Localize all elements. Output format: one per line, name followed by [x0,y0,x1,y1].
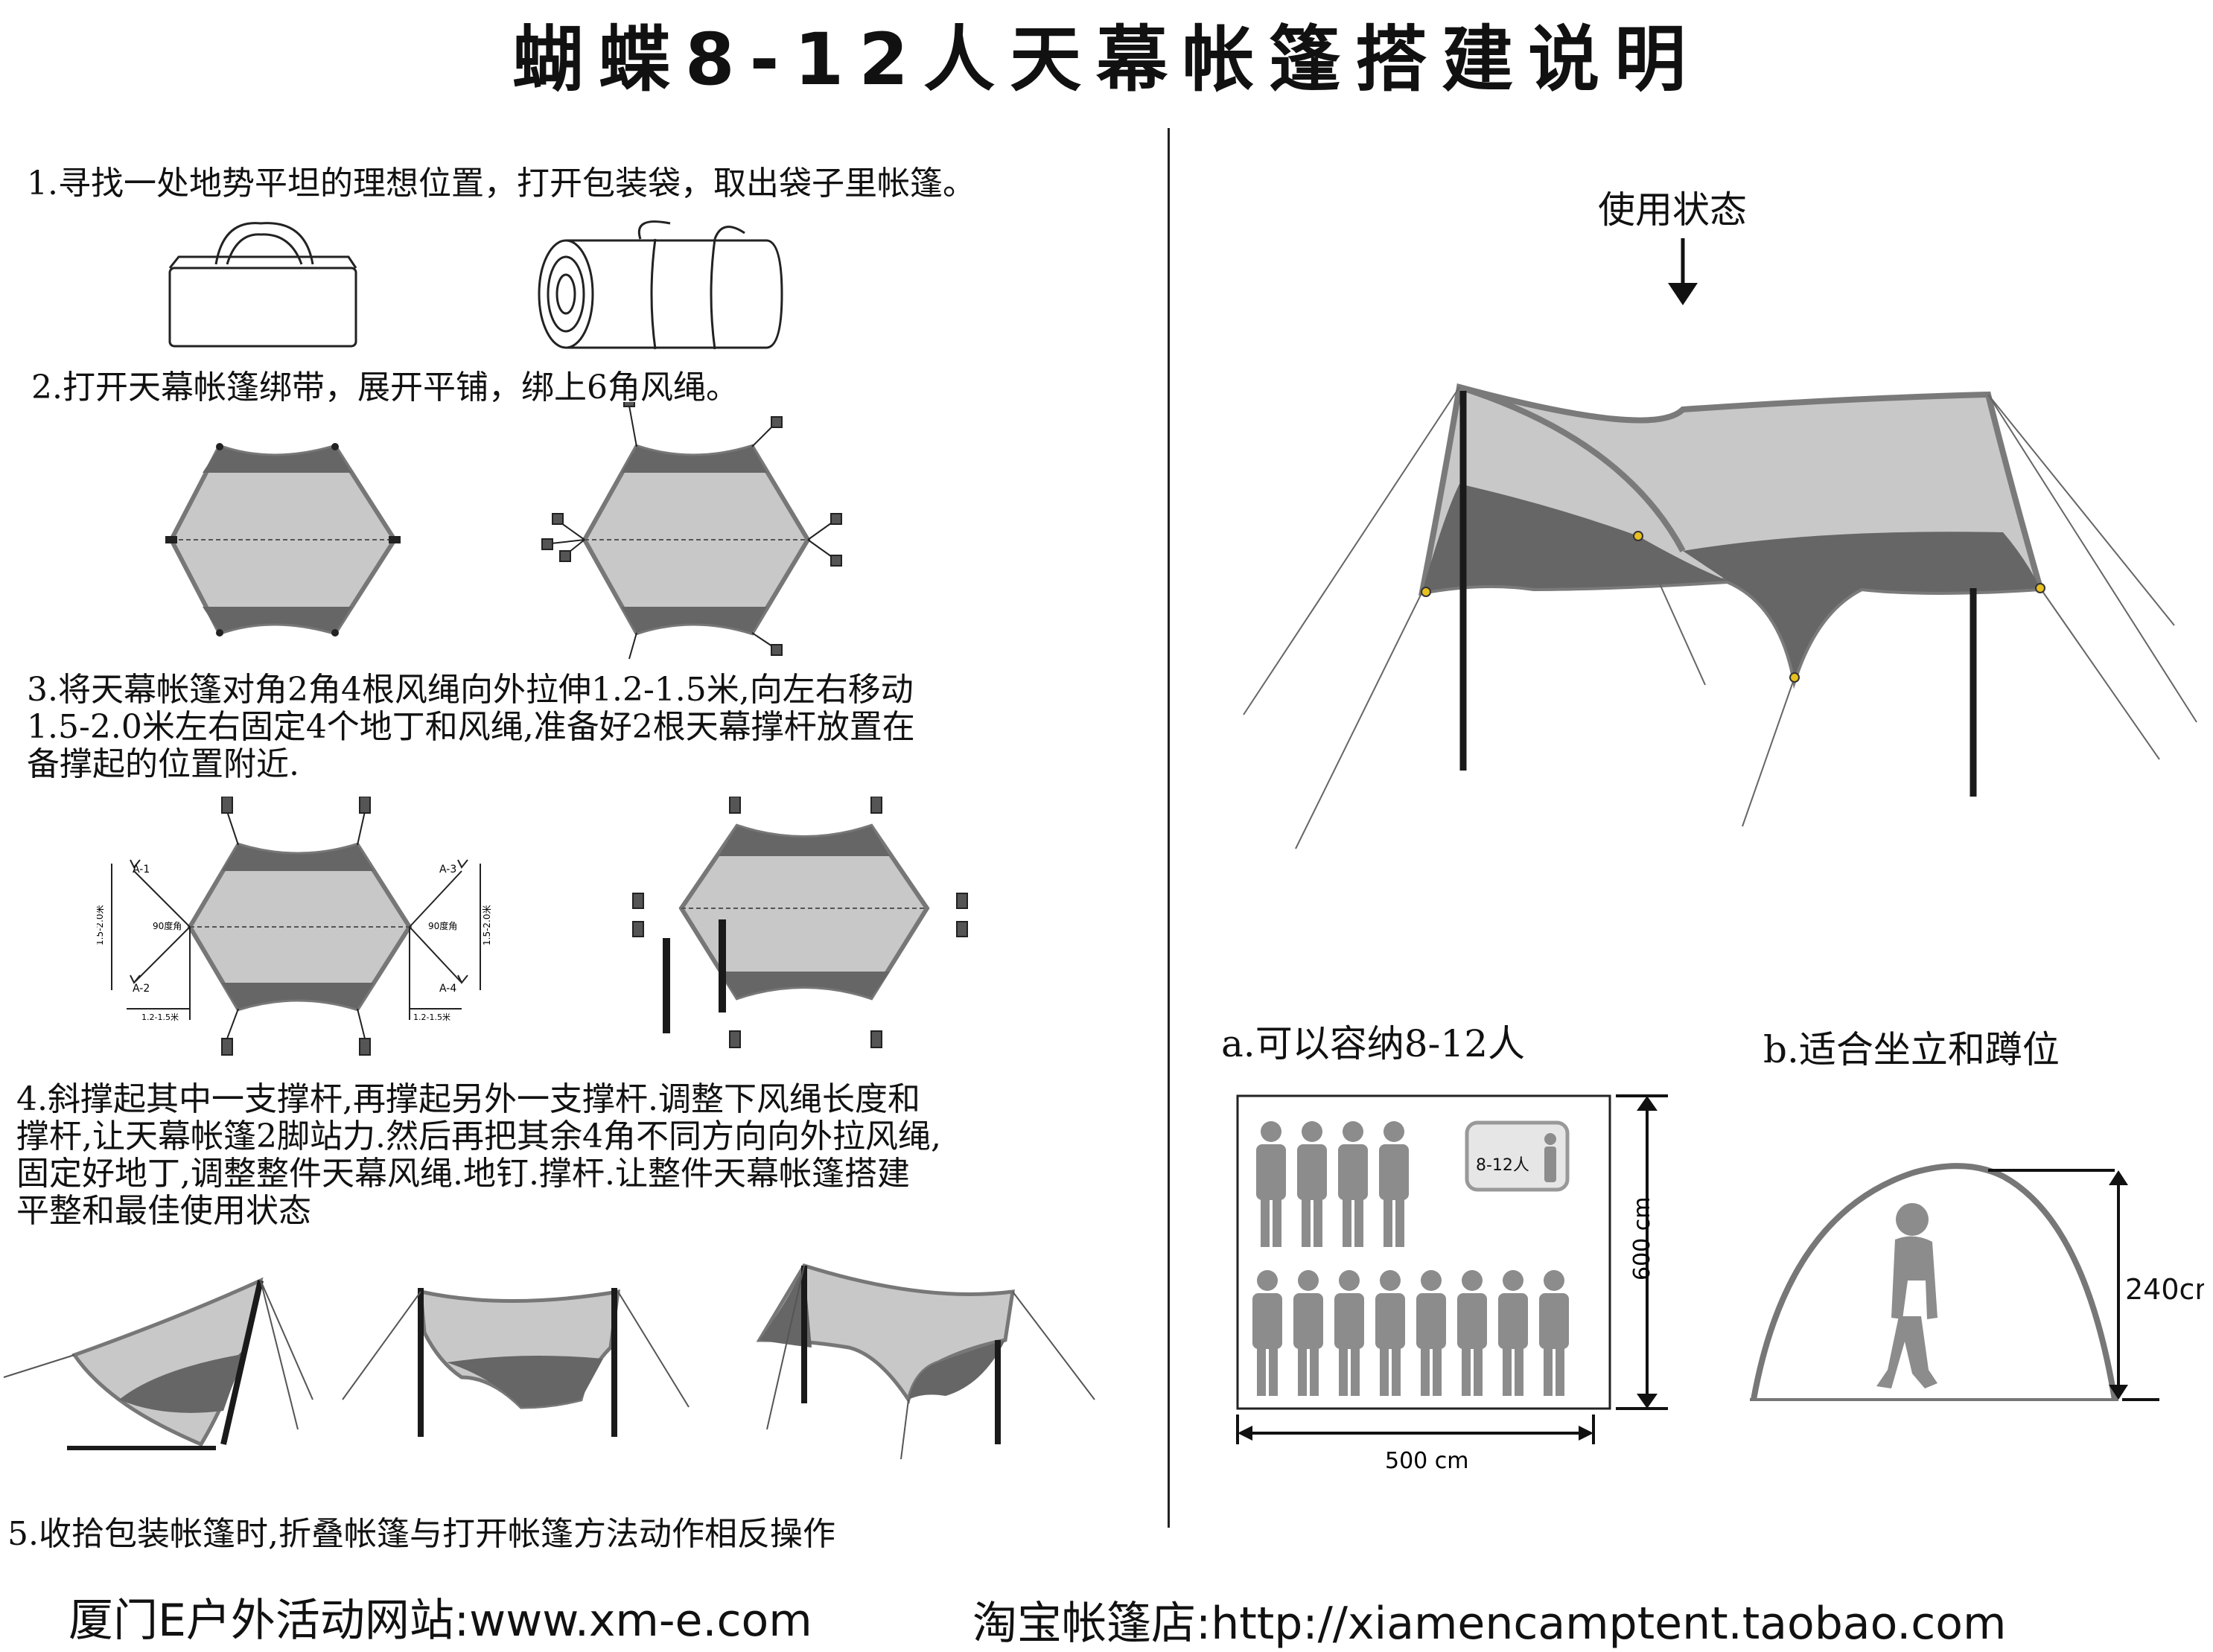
dome-height-diagram: 240cm [1750,1163,2204,1401]
staked-tent-diagram: A-1 A-2 A-3 A-4 1.5-2.0米 1.5-2.0米 90度角 9… [97,797,492,1056]
footer-taobao: 淘宝帐篷店:http://xiamencamptent.taobao.com [972,1598,2007,1650]
footer-website: 厦门E户外活动网站:www.xm-e.com [69,1595,812,1647]
step-3-line-2: 1.5-2.0米左右固定4个地丁和风绳,准备好2根天幕撑杆放置在 [27,708,915,746]
label-a-4: A-4 [439,983,456,995]
height-label: 240cm [2125,1273,2204,1306]
label-distance-left: 1.5-2.0米 [97,905,105,946]
label-offset-left: 1.2-1.5米 [141,1012,179,1022]
standing-person-icon [1876,1203,1937,1388]
step-4-line-4: 平整和最佳使用状态 [16,1192,311,1230]
raising-stage-1 [3,1277,313,1450]
step-4-line-2: 撑杆,让天幕帐篷2脚站力.然后再把其余4角不同方向向外拉风绳, [16,1117,941,1155]
step-1-text: 1.寻找一处地势平坦的理想位置，打开包装袋，取出袋子里帐篷。 [27,165,975,202]
poles-placed-tent-diagram [632,797,968,1048]
floor-area-rect [1236,1094,1611,1410]
usage-state-label: 使用状态 [1598,188,1747,232]
corner-rings [1421,531,2045,683]
vertical-divider [1168,128,1170,1528]
capacity-badge-text: 8-12人 [1476,1156,1529,1175]
step-4-raising-sequence [3,1263,1095,1460]
dome-outline [1751,1163,2118,1400]
people-row-1 [1256,1121,1409,1247]
raising-stage-2 [342,1288,690,1437]
storage-bag-icon [168,222,357,348]
page-title: 蝴蝶8-12人天幕帐篷搭建说明 [512,18,1701,101]
flat-tent-hexagon-1 [165,443,401,637]
label-a-3: A-3 [439,864,456,876]
capacity-diagram: 8-12人 600 cm 500 cm [1236,1094,1668,1474]
posture-label: b.适合坐立和蹲位 [1763,1028,2060,1071]
guy-ropes [1243,386,2197,849]
tent-canopy [1418,383,2045,689]
capacity-label: a.可以容纳8-12人 [1221,1022,1526,1065]
step-2-hexagon-diagrams [165,402,842,660]
flat-tent-hexagon-2-with-ropes [541,402,842,660]
down-arrow-icon [1668,238,1698,305]
step-3-line-1: 3.将天幕帐篷对角2角4根风绳向外拉伸1.2-1.5米,向左右移动 [27,671,914,709]
tent-poles [1459,391,1977,797]
step-2-text: 2.打开天幕帐篷绑带，展开平铺，绑上6角风绳。 [31,369,739,406]
step-4-line-3: 固定好地丁,调整整件天幕风绳.地钉.撑杆.让整件天幕帐篷搭建 [16,1155,910,1193]
depth-dimension-arrow [1616,1094,1668,1410]
step-4-line-1: 4.斜撑起其中一支撑杆,再撑起另外一支撑杆.调整下风绳长度和 [16,1080,920,1118]
people-row-2 [1252,1270,1569,1396]
step-5-text: 5.收拾包装帐篷时,折叠帐篷与打开帐篷方法动作相反操作 [7,1515,835,1553]
width-label: 500 cm [1385,1448,1469,1474]
step-3-staking-diagrams: A-1 A-2 A-3 A-4 1.5-2.0米 1.5-2.0米 90度角 9… [97,797,968,1056]
packing-bag-illustrations [168,220,783,350]
label-angle-right: 90度角 [428,920,457,931]
label-a-1: A-1 [133,864,150,876]
label-distance-right: 1.5-2.0米 [482,905,492,946]
label-a-2: A-2 [133,983,150,995]
label-angle-left: 90度角 [153,920,182,931]
capacity-badge: 8-12人 [1465,1120,1570,1192]
tent-in-use-illustration [1243,238,2197,849]
rolled-tent-icon [538,220,783,350]
raising-stage-3 [756,1263,1095,1460]
width-dimension-arrow [1236,1415,1595,1444]
step-3-line-3: 备撑起的位置附近. [27,745,299,783]
depth-label: 600 cm [1629,1196,1655,1281]
height-dimension-arrow [1988,1169,2159,1401]
label-offset-right: 1.2-1.5米 [413,1012,450,1022]
